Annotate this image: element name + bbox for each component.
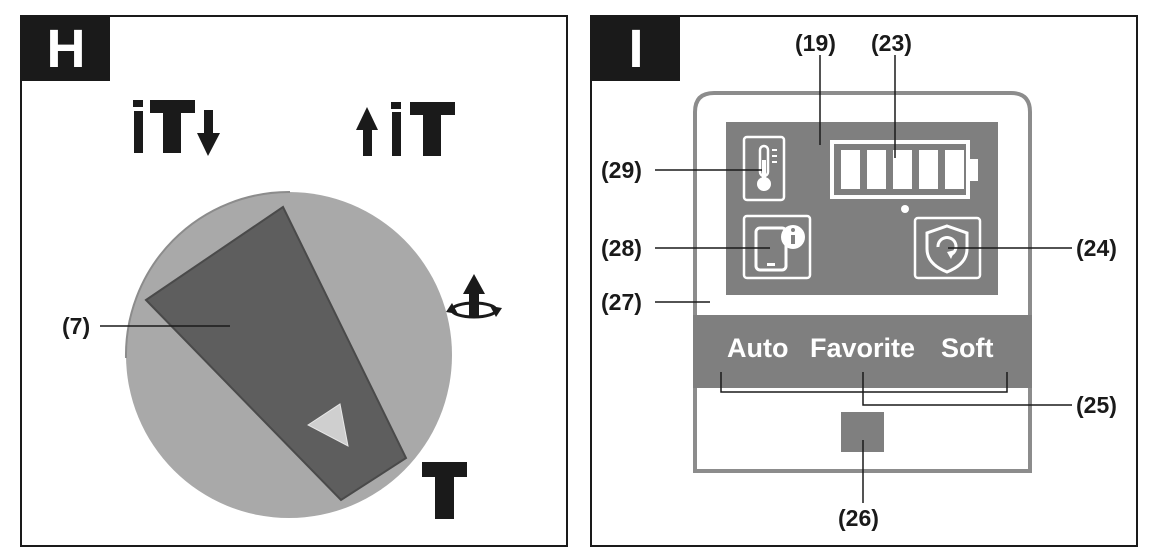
battery-bar [945, 150, 964, 189]
callout-label-19: (19) [795, 30, 836, 56]
rotation-arrow-icon [446, 274, 502, 319]
callout-label-27: (27) [601, 289, 642, 315]
callout-label-7: (7) [62, 313, 91, 339]
mode-button-soft[interactable]: Soft [941, 333, 994, 363]
thermometer-icon [742, 135, 786, 202]
hammer-drill-down-icon [133, 100, 220, 156]
selector-arrow [307, 403, 349, 447]
hammer-drill-up-icon [356, 102, 455, 156]
battery-bar [893, 150, 912, 189]
battery-icon [830, 140, 978, 199]
callout-lines-25 [720, 372, 1072, 406]
mode-button-favorite[interactable]: Favorite [810, 333, 916, 363]
callout-label-23: (23) [871, 30, 912, 56]
callout-label-28: (28) [601, 235, 642, 261]
panel-i-tag: I [592, 17, 680, 81]
display-indicator-dot [901, 205, 909, 213]
mode-button-auto[interactable]: Auto [727, 333, 789, 363]
selector-dial[interactable] [124, 190, 452, 518]
battery-bar [841, 150, 860, 189]
hammer-icon [422, 462, 467, 519]
panel-h-tag: H [22, 17, 110, 81]
callout-label-25: (25) [1076, 392, 1117, 418]
callout-label-24: (24) [1076, 235, 1117, 261]
callout-label-26: (26) [838, 505, 879, 531]
battery-bar [867, 150, 886, 189]
phone-info-icon [742, 214, 812, 280]
battery-bars [841, 150, 964, 189]
callout-label-29: (29) [601, 157, 642, 183]
device-outline [693, 91, 1032, 320]
battery-bar [919, 150, 938, 189]
